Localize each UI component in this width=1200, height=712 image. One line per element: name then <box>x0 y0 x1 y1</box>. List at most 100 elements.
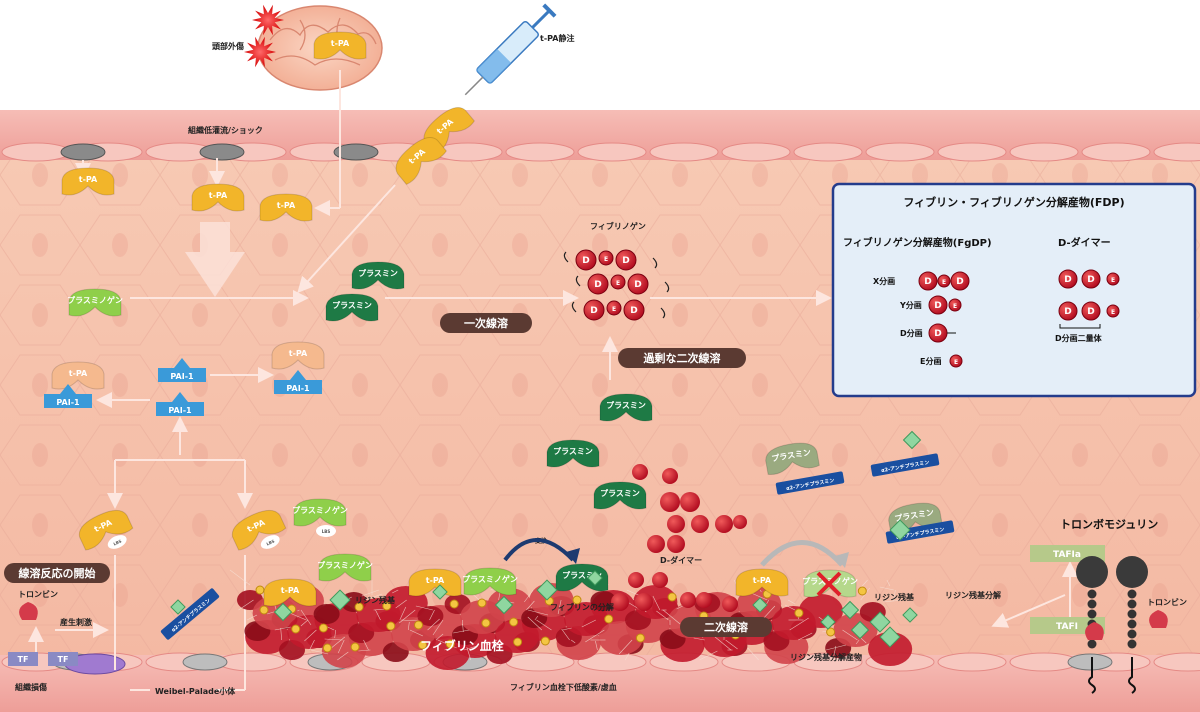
pai1-molecule: PAI-1 <box>156 392 204 416</box>
fragment-ball <box>1081 269 1101 289</box>
red-blood-cell <box>771 606 816 640</box>
fragment-ball <box>575 249 597 271</box>
conversion-arrowhead <box>566 548 580 564</box>
fibrin-strand <box>561 628 570 641</box>
lbs-site <box>316 525 336 537</box>
d-dimer-ball <box>696 592 712 608</box>
fragment-label: D <box>934 329 941 339</box>
thrombomodulin-bead <box>1127 629 1137 639</box>
fibrin-strand <box>798 632 813 641</box>
d-dimer-label: D-ダイマー <box>660 555 702 565</box>
platelet <box>509 617 519 627</box>
fibrin-strand <box>787 599 796 605</box>
svg-text:TAFIa: TAFIa <box>1053 550 1081 560</box>
fibrin-strand <box>365 593 383 601</box>
platelet <box>255 585 265 595</box>
fibrin-strand <box>395 599 407 609</box>
x-fragment-label: X分画 <box>873 276 895 286</box>
fibrin-strand <box>527 609 549 616</box>
fibrin-strand <box>229 569 251 586</box>
platelet <box>449 599 459 609</box>
thrombomodulin-bead <box>1087 599 1097 609</box>
fdp-title: フィブリン・フィブリノゲン分解産物(FDP) <box>903 195 1124 209</box>
thrombomodulin-head <box>1116 556 1148 588</box>
fibrin-strand <box>415 605 433 611</box>
tpa-molecule: t-PA <box>191 183 245 212</box>
fibrin-strand <box>300 619 309 627</box>
fibrin-strand <box>399 609 416 624</box>
molecule-label: t-PA <box>289 349 308 358</box>
fragment-label: D <box>1087 307 1094 317</box>
molecule-label: プラスミン <box>606 400 646 410</box>
y-fragment-label: Y分画 <box>899 300 922 310</box>
fibrin-strand <box>358 649 371 652</box>
fragment-ball <box>623 299 645 321</box>
d-dimer-ball <box>635 593 653 611</box>
thrombomodulin-bead <box>1087 639 1097 649</box>
pai1-molecule: PAI-1 <box>158 358 206 382</box>
lysine-cleavage-label: リジン残基分解 <box>945 590 1001 600</box>
fibrin-strand <box>595 640 598 651</box>
tpa-molecule: t-PA <box>271 341 325 370</box>
fibrin-strand <box>534 615 539 621</box>
molecule-label: プラスミノゲン <box>462 574 518 584</box>
fibrin-strand <box>409 629 424 637</box>
fibrin-strand <box>624 652 630 661</box>
endothelial-cell <box>865 142 935 162</box>
fragment-ball <box>583 299 605 321</box>
red-blood-cell <box>321 634 366 668</box>
svg-text:過剰な二次線溶: 過剰な二次線溶 <box>643 351 721 365</box>
fibrin-strand <box>842 629 858 641</box>
endothelial-cell <box>1009 142 1079 162</box>
d-fragment-label: D分画 <box>900 328 923 338</box>
fibrin-strand <box>399 606 407 621</box>
fragment-ball <box>1106 272 1120 286</box>
thrombin-left-icon <box>19 602 38 620</box>
molecule-label: t-PA <box>209 191 228 200</box>
fibrin-clot-label: フィブリン血栓 <box>420 638 504 653</box>
molecule-label: t-PA <box>331 39 350 48</box>
syringe-icon <box>464 3 557 96</box>
fragment-label: E <box>954 359 958 366</box>
fragment-label: E <box>616 280 620 287</box>
fibrin-strand <box>401 619 420 622</box>
red-blood-cell <box>494 619 539 653</box>
fibrin-strand <box>429 609 435 621</box>
fragment-ball <box>615 249 637 271</box>
blocked-cross-icon <box>816 571 842 597</box>
fibrin-strand <box>300 609 312 626</box>
endothelial-cell <box>793 142 863 162</box>
red-blood-cell <box>287 615 332 649</box>
fibrin-strand <box>893 589 896 602</box>
platelet <box>259 605 269 615</box>
plasmin-molecule: プラスミン <box>546 439 600 468</box>
tf-box <box>48 652 78 666</box>
thrombomodulin-head <box>1076 556 1108 588</box>
fibrin-strand <box>632 597 634 601</box>
lbs-label: LBS <box>113 538 123 546</box>
platelet <box>572 595 582 605</box>
d-dimer-ball <box>733 515 747 529</box>
fragment-label: D <box>630 306 637 316</box>
endothelial-cell <box>937 652 1007 672</box>
lysine-fragment <box>889 519 911 541</box>
head-trauma-label: 頭部外傷 <box>212 41 244 51</box>
fibrin-strand <box>444 648 447 651</box>
fragment-label: D <box>956 277 963 287</box>
platelet <box>540 636 550 646</box>
fragment-label: E <box>612 306 616 313</box>
platelet <box>513 637 523 647</box>
production-stimulus-label: 産生刺激 <box>60 617 92 627</box>
fibrin-strand <box>725 639 738 650</box>
fragment-label: D <box>590 306 597 316</box>
thrombomodulin-bead <box>1127 599 1137 609</box>
platelet <box>354 602 364 612</box>
d-dimer-ball <box>680 492 700 512</box>
fibrin-strand <box>324 638 343 641</box>
tpa-molecule: t-PA <box>735 568 789 597</box>
plasmin-molecule: プラスミン <box>765 442 820 475</box>
plasminogen-molecule: プラスミノゲン <box>317 553 373 582</box>
activated-endothelial-nucleus <box>333 143 379 161</box>
